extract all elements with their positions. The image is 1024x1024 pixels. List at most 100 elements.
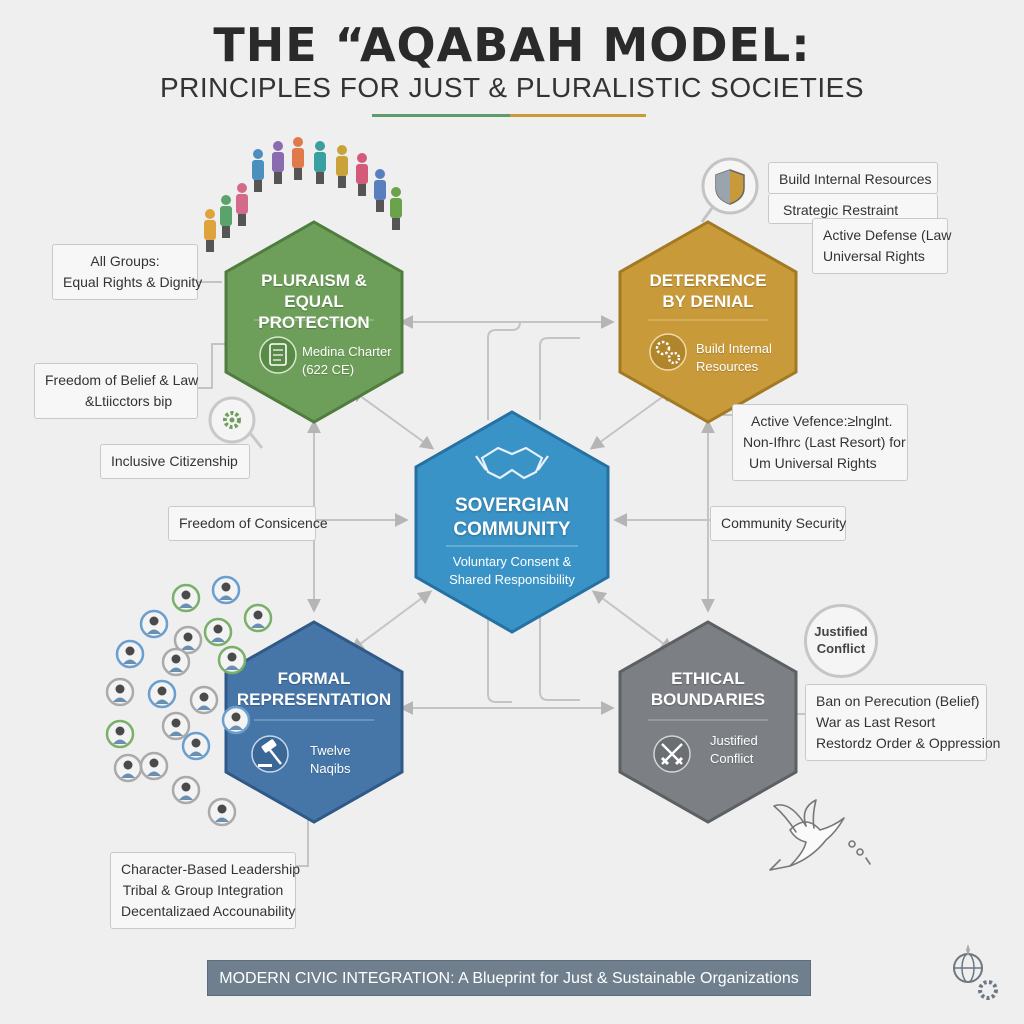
person-figure bbox=[292, 148, 304, 168]
person-figure bbox=[205, 209, 215, 219]
representation-subtitle: Twelve Naqibs bbox=[310, 743, 351, 776]
avatar-head bbox=[213, 624, 223, 634]
person-figure bbox=[315, 141, 325, 151]
hex-ethical bbox=[618, 620, 798, 824]
avatar-head bbox=[181, 590, 191, 600]
person-figure bbox=[252, 160, 264, 180]
person-figure bbox=[356, 164, 368, 184]
person-figure bbox=[337, 145, 347, 155]
callout-all-groups: All Groups: Equal Rights & Dignity bbox=[52, 244, 202, 300]
avatar-body bbox=[251, 623, 265, 628]
hex-deterrence bbox=[618, 220, 798, 424]
avatar-head bbox=[253, 610, 263, 620]
gavel-icon bbox=[251, 735, 289, 773]
person-figure bbox=[316, 172, 324, 184]
avatar-body bbox=[215, 817, 229, 822]
person-figure bbox=[220, 206, 232, 226]
people-crowd-icon bbox=[204, 137, 402, 252]
person-figure bbox=[374, 180, 386, 200]
scroll-icon bbox=[259, 336, 297, 374]
person-figure bbox=[358, 184, 366, 196]
avatar-body bbox=[169, 667, 183, 672]
person-figure bbox=[294, 168, 302, 180]
hex-sovereign-community bbox=[414, 410, 610, 634]
callout-character-leadership: Character-Based Leadership Tribal & Grou… bbox=[110, 852, 300, 929]
person-figure bbox=[221, 195, 231, 205]
person-figure bbox=[376, 200, 384, 212]
avatar-body bbox=[123, 659, 137, 664]
representation-title: FORMAL REPRESENTATION bbox=[236, 669, 392, 709]
person-figure bbox=[338, 176, 346, 188]
callout-inclusive-citizenship: Inclusive Citizenship bbox=[100, 444, 250, 479]
pluralism-subtitle: Medina Charter (622 CE) bbox=[302, 344, 392, 377]
avatar-head bbox=[125, 646, 135, 656]
avatar-head bbox=[157, 686, 167, 696]
avatar-body bbox=[169, 731, 183, 736]
person-figure bbox=[375, 169, 385, 179]
avatar-head bbox=[149, 758, 159, 768]
page-subtitle: PRINCIPLES FOR JUST & PLURALISTIC SOCIET… bbox=[159, 72, 865, 103]
callout-freedom-conscience: Freedom of Consicence bbox=[168, 506, 328, 541]
gears-icon bbox=[649, 333, 687, 371]
person-figure bbox=[293, 137, 303, 147]
callout-build-internal: Build Internal Resources bbox=[768, 162, 938, 194]
avatar-head bbox=[191, 738, 201, 748]
avatar-head bbox=[115, 684, 125, 694]
person-figure bbox=[253, 149, 263, 159]
handshake-icon bbox=[475, 446, 549, 480]
center-subtitle: Voluntary Consent & Shared Responsibilit… bbox=[449, 554, 575, 587]
hex-representation bbox=[224, 620, 404, 824]
globe-gear-icon bbox=[953, 944, 998, 1000]
avatar-head bbox=[231, 712, 241, 722]
callout-ban-persecution: Ban on Perecution (Belief) War as Last R… bbox=[805, 684, 1000, 761]
avatar-body bbox=[155, 699, 169, 704]
person-figure bbox=[314, 152, 326, 172]
person-figure bbox=[238, 214, 246, 226]
person-figure bbox=[272, 152, 284, 172]
avatar-head bbox=[217, 804, 227, 814]
person-figure bbox=[336, 156, 348, 176]
person-figure bbox=[390, 198, 402, 218]
crossed-swords-icon bbox=[653, 735, 691, 773]
avatar-body bbox=[113, 739, 127, 744]
center-title: SOVERGIAN COMMUNITY bbox=[453, 495, 571, 540]
person-figure bbox=[206, 240, 214, 252]
avatar-body bbox=[181, 645, 195, 650]
avatar-head bbox=[123, 760, 133, 770]
person-figure bbox=[392, 218, 400, 230]
person-figure bbox=[222, 226, 230, 238]
avatar-body bbox=[219, 595, 233, 600]
callout-active-defense: Active Defense (Law Universal Rights bbox=[812, 218, 951, 274]
dove-broken-chain-icon bbox=[769, 799, 871, 871]
title-rule-green bbox=[372, 114, 510, 117]
avatar-head bbox=[115, 726, 125, 736]
avatar-head bbox=[171, 654, 181, 664]
person-figure bbox=[236, 194, 248, 214]
title-rule-gold bbox=[510, 114, 646, 117]
avatar-body bbox=[211, 637, 225, 642]
pluralism-title: PLURAISM & EQUAL PROTECTION bbox=[258, 271, 370, 332]
avatar-head bbox=[181, 782, 191, 792]
justified-conflict-bubble: Justified Conflict bbox=[804, 604, 878, 678]
ethical-title: ETHICAL BOUNDARIES bbox=[650, 669, 766, 709]
avatar-body bbox=[113, 697, 127, 702]
person-figure bbox=[274, 172, 282, 184]
person-figure bbox=[254, 180, 262, 192]
person-figure bbox=[204, 220, 216, 240]
person-figure bbox=[391, 187, 401, 197]
avatar-body bbox=[225, 665, 239, 670]
callout-freedom-belief: Freedom of Belief & Law &Ltiicctors bip bbox=[34, 363, 198, 419]
avatar-head bbox=[183, 632, 193, 642]
avatar-body bbox=[121, 773, 135, 778]
avatar-head bbox=[227, 652, 237, 662]
avatar-body bbox=[229, 725, 243, 730]
person-figure bbox=[237, 183, 247, 193]
deterrence-title: DETERRENCE BY DENIAL bbox=[649, 271, 767, 311]
avatar-body bbox=[189, 751, 203, 756]
avatar-body bbox=[147, 771, 161, 776]
deterrence-subtitle: Build Internal Resources bbox=[696, 341, 772, 374]
avatar-head bbox=[221, 582, 231, 592]
gear-icon bbox=[208, 396, 264, 449]
avatar-body bbox=[147, 629, 161, 634]
callout-community-security: Community Security bbox=[710, 506, 846, 541]
